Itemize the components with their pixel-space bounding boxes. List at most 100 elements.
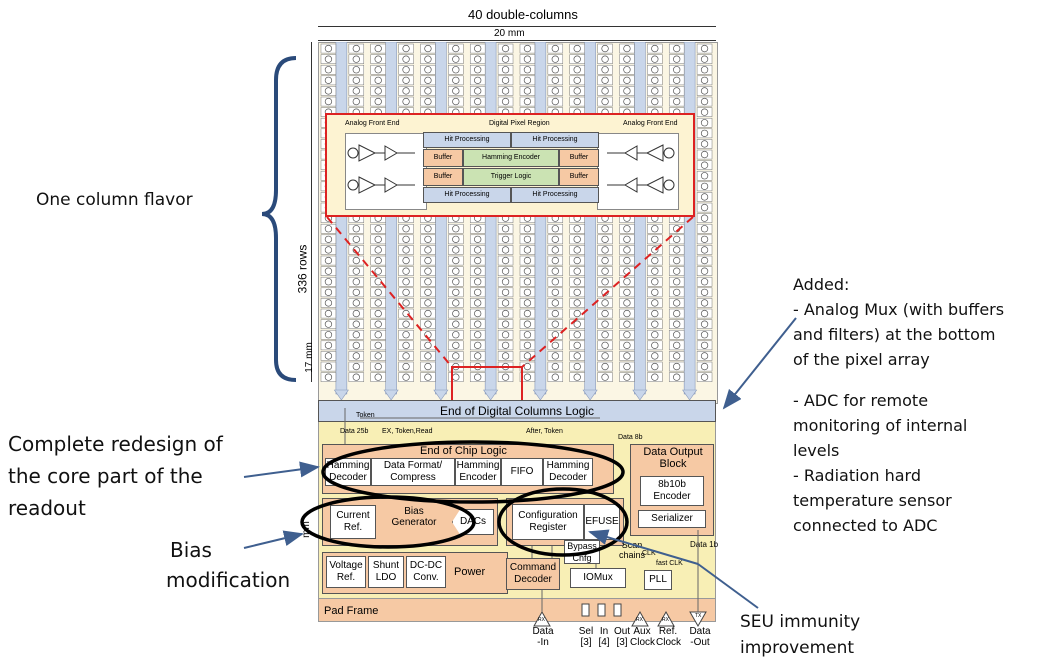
pixel-circle (700, 331, 709, 339)
pixel-cell (469, 255, 486, 266)
pixel-cell (569, 223, 585, 234)
pixel-circle (352, 320, 360, 328)
rad-line-2: temperature sensor (793, 491, 952, 510)
pixel-circle (374, 246, 382, 254)
pixel-circle (402, 66, 410, 74)
pixel-cell (448, 86, 464, 96)
pixel-cell (398, 245, 414, 255)
pixel-cell (547, 276, 564, 287)
pixel-cell (547, 245, 564, 255)
pixel-cell (668, 75, 685, 86)
pixel-circle (424, 320, 432, 328)
pixel-circle (700, 172, 709, 180)
column-arrow (333, 389, 349, 401)
pixel-cell (370, 361, 386, 372)
pixel-cell (619, 54, 635, 64)
pixel-cell (469, 96, 486, 107)
pixel-circle (352, 97, 360, 106)
pixel-cell (497, 340, 514, 351)
pixel-cell (696, 234, 713, 245)
pixel-cell (668, 308, 685, 319)
pixel-circle (651, 87, 659, 95)
pixel-cell (597, 255, 613, 266)
pixel-cell (398, 351, 414, 361)
pixel-cell (597, 245, 613, 255)
pixel-cell (348, 329, 365, 340)
pixel-cell (696, 117, 713, 128)
pixel-circle (573, 299, 581, 307)
pixel-cell (619, 340, 635, 351)
pixel-circle (651, 373, 659, 381)
pixel-circle (651, 225, 659, 233)
pixel-circle (700, 129, 709, 137)
pad-ref-clock: Ref. Clock (656, 626, 682, 648)
pixel-cell (497, 64, 514, 75)
pixel-circle (424, 362, 432, 371)
pixel-circle (324, 76, 333, 84)
pixel-circle (573, 225, 581, 233)
pixel-circle (601, 87, 609, 95)
pixel-cell (370, 276, 386, 287)
pixel-cell (398, 266, 414, 276)
dcdc-conv: DC-DC Conv. (406, 556, 446, 588)
pixel-circle (573, 76, 581, 84)
pixel-cell (696, 298, 713, 308)
pixel-circle (474, 66, 482, 74)
pixel-circle (700, 278, 709, 286)
one-column-flavor-label: One column flavor (36, 190, 193, 210)
buffer-right-2: Buffer (559, 168, 599, 186)
pixel-circle (551, 320, 559, 328)
pixel-cell (497, 234, 514, 245)
pixel-circle (474, 246, 482, 254)
pixel-circle (673, 44, 681, 53)
pixel-circle (424, 44, 432, 53)
pad-data-out: Data -Out (689, 626, 711, 648)
pixel-cell (696, 223, 713, 234)
pixel-cell (519, 340, 536, 351)
pixel-circle (474, 235, 482, 244)
pixel-cell (469, 86, 486, 96)
pixel-circle (402, 309, 410, 318)
pixel-circle (573, 87, 581, 95)
pixel-circle (573, 352, 581, 360)
pixel-circle (402, 362, 410, 371)
pixel-cell (547, 340, 564, 351)
pixel-circle (700, 119, 709, 127)
pixel-cell (597, 298, 613, 308)
pixel-circle (601, 76, 609, 84)
pixel-circle (324, 278, 333, 286)
pixel-cell (597, 43, 613, 54)
pixel-cell (348, 276, 365, 287)
pixel-circle (551, 267, 559, 275)
pixel-circle (700, 352, 709, 360)
pixel-circle (424, 373, 432, 381)
pixel-cell (320, 361, 337, 372)
pixel-cell (519, 255, 536, 266)
bias-line-1: Bias (170, 538, 212, 562)
pixel-cell (519, 64, 536, 75)
pixel-circle (623, 246, 631, 254)
power-label: Power (454, 566, 486, 578)
pixel-cell (597, 64, 613, 75)
pixel-cell (469, 351, 486, 361)
pixel-cell (597, 287, 613, 298)
width-label: 40 double-columns (468, 7, 578, 22)
pixel-circle (651, 309, 659, 318)
pixel-cell (469, 245, 486, 255)
pixel-cell (348, 372, 365, 382)
pixel-cell (398, 276, 414, 287)
pixel-circle (523, 66, 532, 74)
pixel-circle (573, 235, 581, 244)
pixel-cell (469, 223, 486, 234)
pixel-circle (474, 87, 482, 95)
pixel-circle (424, 87, 432, 95)
pixel-circle (501, 97, 510, 106)
pixel-cell (668, 319, 685, 329)
pixel-cell (320, 64, 337, 75)
pixel-circle (352, 44, 360, 53)
buffer-left-1: Buffer (423, 149, 463, 167)
pixel-circle (523, 76, 532, 84)
shunt-ldo: Shunt LDO (368, 556, 404, 588)
pixel-cell (547, 329, 564, 340)
adc-line-1: - ADC for remote (793, 391, 929, 410)
